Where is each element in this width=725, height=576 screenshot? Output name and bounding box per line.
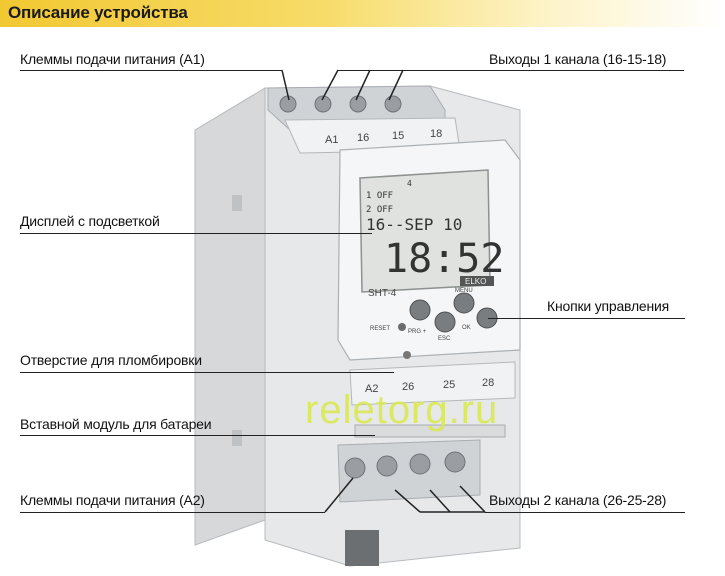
leader-display xyxy=(20,233,372,234)
reset-button xyxy=(398,323,406,331)
watermark: reletorg.ru xyxy=(305,388,499,432)
label-buttons: Кнопки управления xyxy=(547,298,670,314)
label-display: Дисплей с подсветкой xyxy=(20,213,160,229)
battery-module xyxy=(354,424,506,438)
leader-power-a1 xyxy=(20,70,282,71)
top-terminal-label-16: 16 xyxy=(357,132,369,144)
section-header: Описание устройства xyxy=(0,0,725,27)
side-slot xyxy=(232,195,242,211)
brand-text: ELKO xyxy=(465,277,486,286)
lcd-week-marker: 4 xyxy=(407,179,412,188)
din-clip xyxy=(345,530,379,566)
reset-label: RESET xyxy=(370,326,390,332)
button-label-prg: PRG + xyxy=(408,329,427,335)
brand-badge xyxy=(460,276,494,286)
button-label-esc: ESC xyxy=(438,336,451,342)
label-power-a1: Клеммы подачи питания (A1) xyxy=(20,51,205,67)
top-terminal-label-15: 15 xyxy=(392,130,404,142)
lcd-time: 18:52 xyxy=(384,236,504,282)
leader-battery xyxy=(20,435,375,436)
leader-power-a2 xyxy=(20,512,325,513)
button-ok xyxy=(453,292,475,314)
leader-outputs-ch2 xyxy=(485,512,685,513)
lcd-date: 16--SEP 10 xyxy=(366,215,462,234)
leader-seal-hole xyxy=(20,372,394,373)
top-terminal-label-18: 18 xyxy=(430,128,442,140)
bottom-terminal-label-25: 25 xyxy=(443,379,455,391)
seal-hole xyxy=(403,351,411,359)
label-power-a2: Клеммы подачи питания (A2) xyxy=(20,492,205,508)
lcd-ch2: 2 OFF xyxy=(366,205,393,215)
label-outputs-ch2: Выходы 2 канала (26-25-28) xyxy=(489,492,667,508)
bottom-terminal-label-28: 28 xyxy=(482,377,494,389)
button-label-menu: MENU xyxy=(455,288,473,294)
button-menu xyxy=(434,311,456,333)
leader-buttons xyxy=(488,318,685,319)
bottom-terminal-label-a2: A2 xyxy=(365,383,378,395)
label-battery-module: Вставной модуль для батареи xyxy=(20,416,212,432)
bottom-screws xyxy=(344,451,466,479)
section-title: Описание устройства xyxy=(8,3,188,22)
bottom-terminal-block xyxy=(337,439,481,503)
lcd-ch1: 1 OFF xyxy=(366,191,393,201)
label-seal-hole: Отверстие для пломбировки xyxy=(20,352,202,368)
leader-outputs-ch1 xyxy=(338,70,684,71)
button-prg xyxy=(409,299,431,321)
top-terminal-label-a1: A1 xyxy=(325,134,338,146)
model-label: SHT-4 xyxy=(368,288,397,299)
button-label-ok: OK xyxy=(462,325,471,331)
bottom-terminal-label-26: 26 xyxy=(402,381,414,393)
label-outputs-ch1: Выходы 1 канала (16-15-18) xyxy=(489,51,667,67)
side-slot-lower xyxy=(232,430,242,446)
